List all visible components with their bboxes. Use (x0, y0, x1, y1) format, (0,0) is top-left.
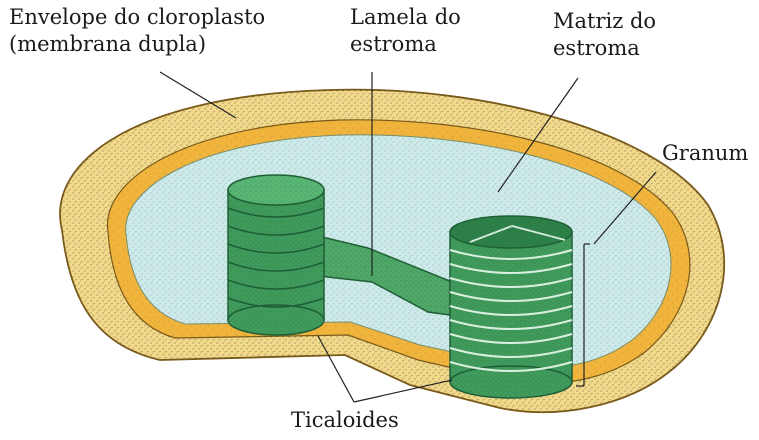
label-chloroplast-envelope: Envelope do cloroplasto (membrana dupla) (9, 4, 265, 58)
label-stroma-lamella-line2: estroma (350, 31, 461, 58)
right-granum (450, 216, 572, 398)
label-stroma-matrix-line1: Matriz do (553, 8, 656, 35)
label-chloroplast-envelope-line1: Envelope do cloroplasto (9, 4, 265, 31)
left-granum (228, 175, 324, 335)
label-stroma-matrix: Matriz do estroma (553, 8, 656, 62)
label-stroma-lamella: Lamela do estroma (350, 4, 461, 58)
label-chloroplast-envelope-line2: (membrana dupla) (9, 31, 265, 58)
label-stroma-matrix-line2: estroma (553, 35, 656, 62)
label-thylakoids: Ticaloides (291, 407, 399, 434)
label-granum: Granum (662, 140, 748, 167)
label-stroma-lamella-line1: Lamela do (350, 4, 461, 31)
